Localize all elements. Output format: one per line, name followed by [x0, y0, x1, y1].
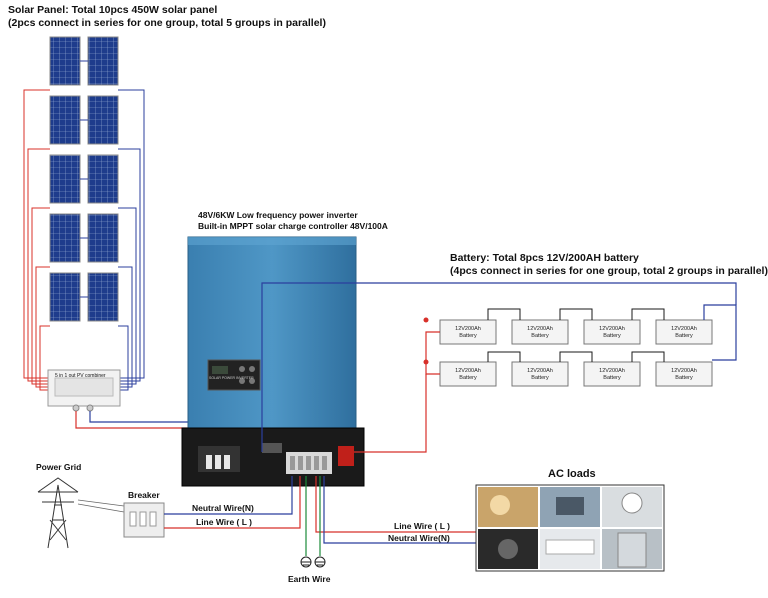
breaker-label: Breaker [128, 490, 160, 500]
battery-cell-caption: Battery [459, 375, 477, 381]
battery-cell-caption: Battery [675, 333, 693, 339]
solar-panel [49, 213, 81, 263]
battery-terminal-block [338, 446, 354, 466]
solar-panel [87, 213, 119, 263]
battery-cell [511, 319, 569, 345]
battery-positive-cable [354, 374, 427, 453]
solar-panel [49, 154, 81, 204]
grid-neutral-wire [164, 476, 293, 515]
breaker-box [123, 502, 165, 538]
ac-line-wire [315, 476, 476, 533]
neutral-out-label: Neutral Wire(N) [388, 533, 450, 543]
battery-title: Battery: Total 8pcs 12V/200AH battery (4… [450, 252, 768, 278]
inverter-title-line2: Built-in MPPT solar charge controller 48… [198, 221, 388, 231]
power-grid-tower [37, 477, 79, 549]
battery-cell-rating: 12V200Ah [599, 326, 625, 332]
solar-panel [87, 36, 119, 86]
battery-cell-caption: Battery [675, 375, 693, 381]
grid-line-wire [164, 476, 301, 529]
battery-cell-rating: 12V200Ah [455, 368, 481, 374]
solar-panel [49, 95, 81, 145]
power-grid-label: Power Grid [36, 462, 82, 472]
ac-loads-panel [475, 484, 665, 572]
pv-series-links [80, 60, 88, 298]
solar-title-line1: Solar Panel: Total 10pcs 450W solar pane… [8, 4, 218, 16]
line-out-label: Line Wire ( L ) [394, 521, 450, 531]
battery-cell [655, 319, 713, 345]
ac-neutral-wire [323, 476, 476, 544]
line-in-label: Line Wire ( L ) [196, 517, 252, 527]
battery-positive-bus [425, 331, 440, 375]
inverter-display-panel [207, 359, 261, 391]
pv-positive-wires [23, 89, 50, 391]
solar-title-line2: (2pcs connect in series for one group, t… [8, 17, 326, 29]
inverter-display-label: SOLAR POWER INVERTER [209, 376, 254, 380]
solar-panel [87, 272, 119, 322]
inverter-title-line1: 48V/6KW Low frequency power inverter [198, 210, 358, 220]
ac-loads-label: AC loads [548, 468, 596, 480]
combiner-label: 5 in 1 out PV combiner [55, 373, 106, 379]
inverter-unit [181, 236, 365, 487]
wiring-diagram: 12V200AhBattery12V200AhBattery12V200AhBa… [23, 36, 737, 572]
solar-title: Solar Panel: Total 10pcs 450W solar pane… [8, 4, 326, 30]
inverter-title: 48V/6KW Low frequency power inverter Bui… [198, 210, 388, 232]
battery-cell-caption: Battery [459, 333, 477, 339]
battery-cell-caption: Battery [531, 375, 549, 381]
battery-negative-cable [261, 282, 737, 452]
pv-negative-wires [118, 89, 145, 391]
battery-cell-caption: Battery [603, 375, 621, 381]
battery-cell [439, 319, 497, 345]
solar-panel [87, 95, 119, 145]
earth-ground-icon [300, 556, 326, 568]
solar-panel [87, 154, 119, 204]
battery-cell [511, 361, 569, 387]
battery-cell-rating: 12V200Ah [671, 368, 697, 374]
battery-cell [655, 361, 713, 387]
battery-cell-rating: 12V200Ah [455, 326, 481, 332]
neutral-in-label: Neutral Wire(N) [192, 503, 254, 513]
battery-cell-labels: 12V200AhBattery12V200AhBattery12V200AhBa… [455, 326, 697, 381]
battery-cell-caption: Battery [531, 333, 549, 339]
battery-title-line2: (4pcs connect in series for one group, t… [450, 265, 768, 277]
battery-series-links [487, 308, 665, 362]
earth-wire-label: Earth Wire [288, 574, 331, 584]
battery-bank [439, 319, 713, 387]
battery-cell [583, 319, 641, 345]
pv-combiner-box [47, 369, 121, 412]
battery-cell-rating: 12V200Ah [527, 326, 553, 332]
solar-panel [49, 272, 81, 322]
battery-cell [583, 361, 641, 387]
battery-cell-caption: Battery [603, 333, 621, 339]
battery-cell [439, 361, 497, 387]
battery-cell-rating: 12V200Ah [599, 368, 625, 374]
battery-cell-rating: 12V200Ah [527, 368, 553, 374]
solar-panel [49, 36, 81, 86]
battery-title-line1: Battery: Total 8pcs 12V/200AH battery [450, 252, 639, 264]
solar-array [49, 36, 119, 322]
battery-cell-rating: 12V200Ah [671, 326, 697, 332]
